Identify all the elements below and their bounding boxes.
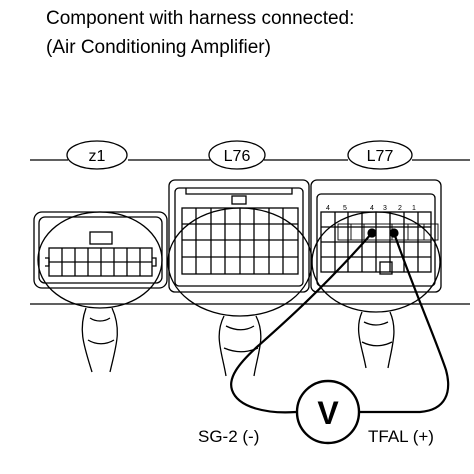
connector-label-l77: L77 bbox=[367, 148, 394, 165]
pin-number: 4 bbox=[370, 205, 374, 212]
pin-number: 3 bbox=[383, 205, 387, 212]
voltmeter-label: V bbox=[317, 395, 339, 431]
body-outline bbox=[30, 159, 470, 305]
connector-l77 bbox=[310, 179, 442, 369]
diagram-title-line2: (Air Conditioning Amplifier) bbox=[46, 37, 271, 58]
connector-l76 bbox=[167, 179, 313, 377]
connector-label-l76: L76 bbox=[224, 148, 251, 165]
pin-number: 1 bbox=[412, 205, 416, 212]
diagram-title-line1: Component with harness connected: bbox=[46, 8, 355, 29]
probe-label-positive: TFAL (+) bbox=[368, 427, 434, 446]
connector-label-z1: z1 bbox=[89, 148, 106, 165]
voltmeter-symbol bbox=[295, 379, 361, 445]
pin-number: 4 bbox=[326, 205, 330, 212]
pin-number: 2 bbox=[398, 205, 402, 212]
probe-leads bbox=[230, 228, 450, 414]
pin-number: 5 bbox=[343, 205, 347, 212]
connector-label-oval-l77 bbox=[347, 140, 413, 170]
connector-label-oval-z1 bbox=[66, 140, 128, 170]
probe-label-negative: SG-2 (-) bbox=[198, 427, 259, 446]
connector-z1 bbox=[33, 211, 168, 373]
connector-label-oval-l76 bbox=[208, 140, 266, 170]
